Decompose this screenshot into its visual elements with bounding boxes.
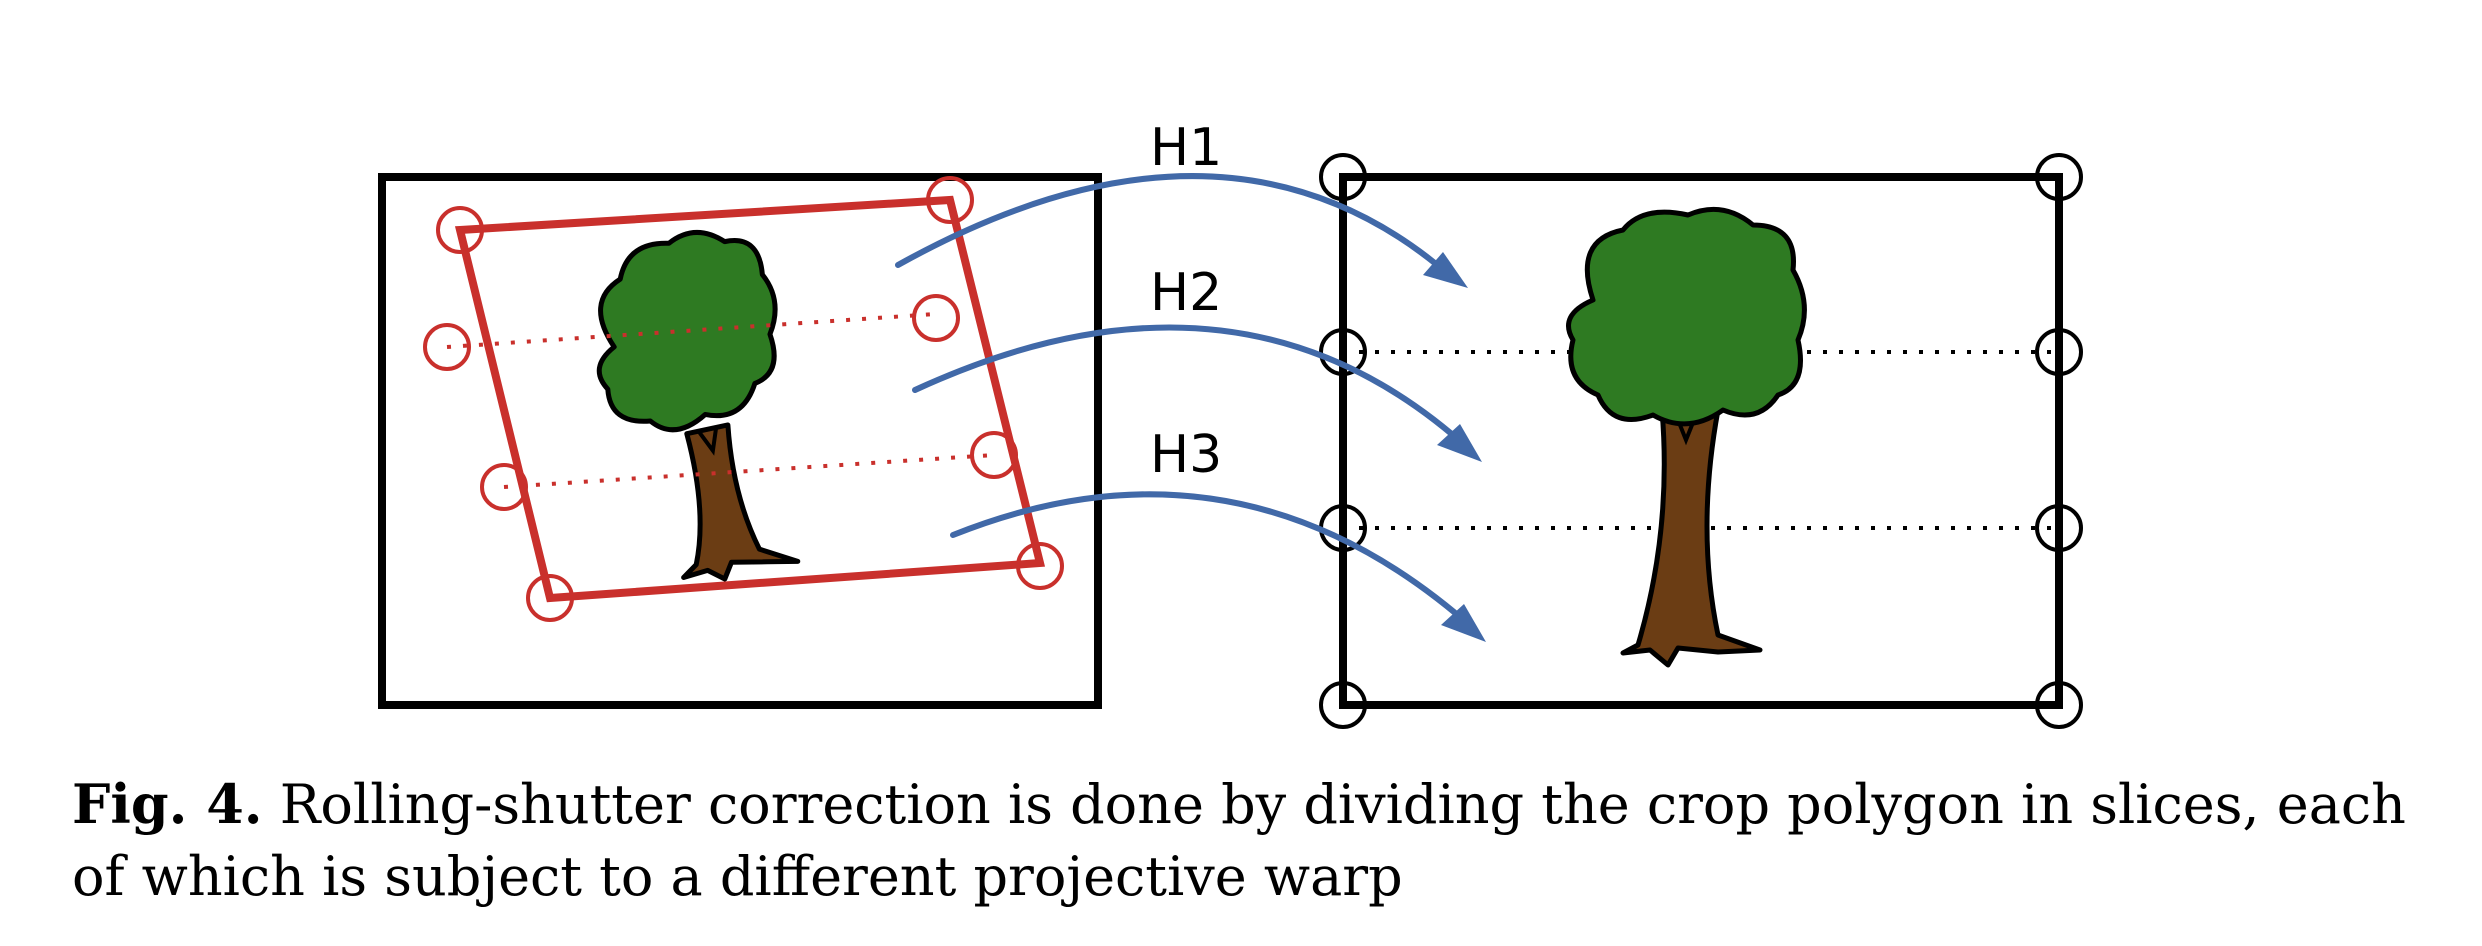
crop-point [926, 176, 974, 224]
label-h2: H2 [1150, 263, 1222, 323]
warp-arrow-h1 [895, 173, 1458, 283]
crop-point [970, 431, 1018, 479]
crop-point [912, 294, 960, 342]
target-tree-icon [1566, 206, 1807, 668]
crop-point [480, 463, 528, 511]
crop-point [436, 206, 484, 254]
caption-text: Rolling-shutter correction is done by di… [72, 773, 2406, 908]
warp-arrow-h3 [950, 491, 1478, 633]
slice-line-left-1 [446, 312, 937, 349]
slice-line-left-2 [503, 453, 995, 489]
crop-control-points [423, 176, 1064, 622]
target-point [1319, 153, 1367, 201]
crop-polygon [454, 195, 1046, 603]
crop-point [526, 574, 574, 622]
figure-caption: Fig. 4. Rolling-shutter correction is do… [72, 768, 2412, 913]
arrowhead-h3-icon [1441, 604, 1486, 642]
arrowhead-h1-icon [1423, 252, 1468, 288]
label-h3: H3 [1150, 425, 1222, 485]
target-point [2035, 504, 2083, 552]
crop-point [423, 323, 471, 371]
target-point [1319, 328, 1367, 376]
target-point [1319, 681, 1367, 729]
warp-arrow-h2 [912, 324, 1473, 453]
target-point [2035, 681, 2083, 729]
source-frame [378, 173, 1102, 709]
caption-label: Fig. 4. [72, 772, 263, 836]
diagram: H1 H2 H3 [378, 118, 2083, 729]
target-point [2035, 328, 2083, 376]
target-frame [1339, 173, 2063, 709]
target-point [2035, 153, 2083, 201]
crop-point [1016, 542, 1064, 590]
source-tree-icon [596, 229, 801, 582]
label-h1: H1 [1150, 118, 1222, 178]
arrowhead-h2-icon [1437, 424, 1482, 462]
